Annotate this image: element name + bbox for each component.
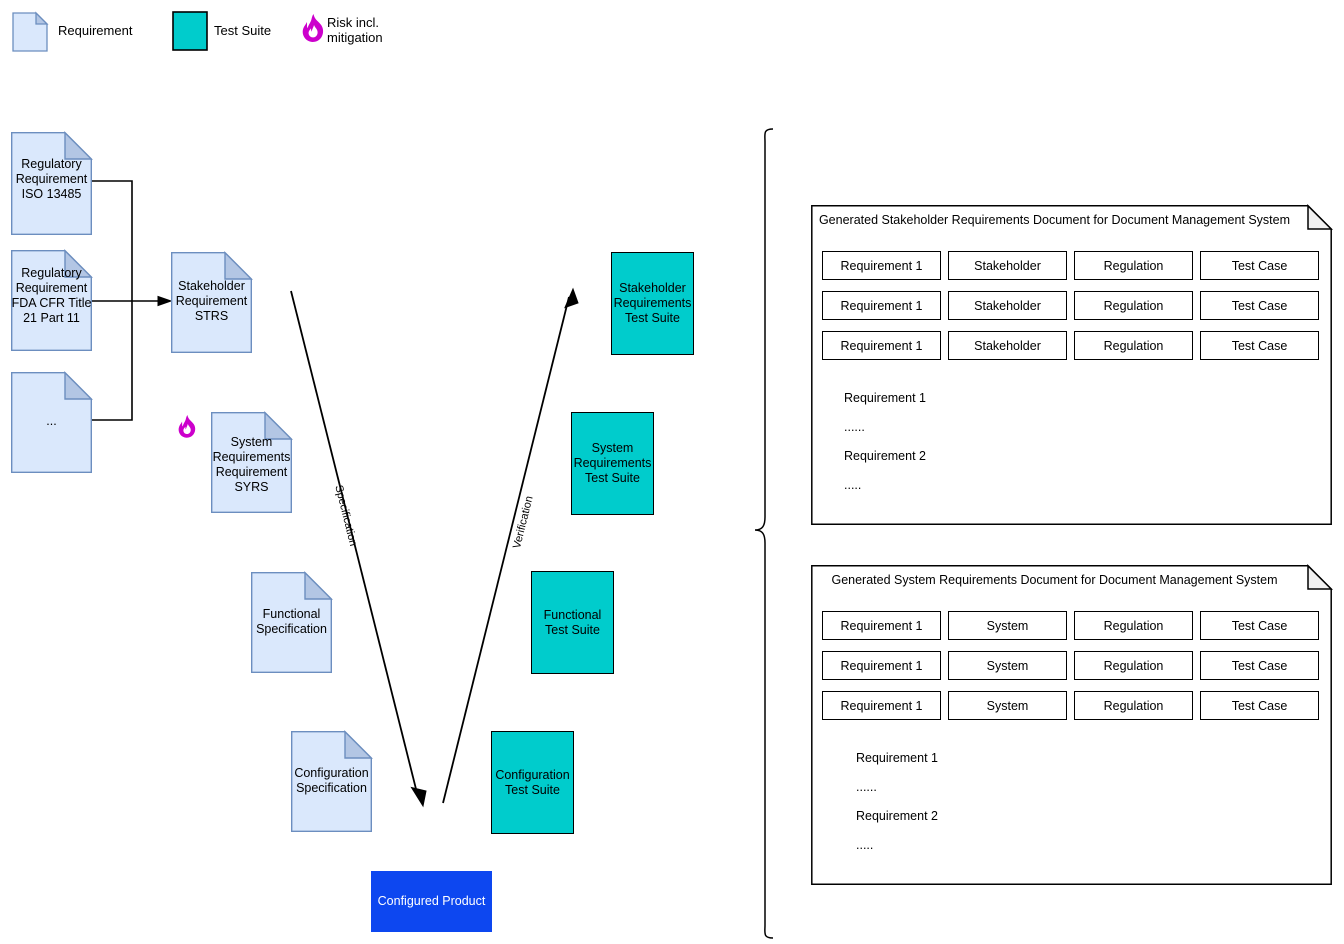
node-label: Configuration Specification	[294, 766, 369, 795]
table-cell[interactable]: Stakeholder	[948, 331, 1067, 360]
table-row: Requirement 1 System Regulation Test Cas…	[822, 611, 1319, 640]
table-cell[interactable]: Regulation	[1074, 251, 1193, 280]
table-cell[interactable]: Requirement 1	[822, 251, 941, 280]
node-label: Functional Specification	[256, 607, 327, 636]
node-functional-specification[interactable]: Functional Specification	[251, 571, 333, 673]
table-row: Requirement 1 Stakeholder Regulation Tes…	[822, 331, 1319, 360]
table-cell[interactable]: Requirement 1	[822, 651, 941, 680]
table-cell[interactable]: Test Case	[1200, 291, 1319, 320]
table-row: Requirement 1 System Regulation Test Cas…	[822, 651, 1319, 680]
table-cell[interactable]: Test Case	[1200, 651, 1319, 680]
table-row: Requirement 1 System Regulation Test Cas…	[822, 691, 1319, 720]
table-cell[interactable]: Regulation	[1074, 331, 1193, 360]
node-label: Configured Product	[377, 894, 486, 908]
generated-stakeholder-requirements-document[interactable]: Generated Stakeholder Requirements Docum…	[811, 203, 1334, 525]
table-cell[interactable]: Requirement 1	[822, 691, 941, 720]
document-body-line: Requirement 1	[844, 391, 926, 405]
table-cell[interactable]: Regulation	[1074, 651, 1193, 680]
node-system-test-suite[interactable]: System Requirements Test Suite	[571, 412, 654, 515]
node-system-requirement[interactable]: System Requirements Requirement SYRS	[211, 411, 293, 513]
risk-flame-icon	[174, 412, 200, 444]
document-body-line: .....	[844, 478, 862, 492]
document-body-line: ......	[844, 420, 865, 434]
node-regulatory-fda[interactable]: Regulatory Requirement FDA CFR Title 21 …	[11, 249, 93, 351]
table-cell[interactable]: Regulation	[1074, 291, 1193, 320]
document-body-line: ......	[856, 780, 877, 794]
node-label: Regulatory Requirement FDA CFR Title 21 …	[11, 266, 92, 325]
legend-flame-icon	[297, 12, 329, 48]
legend-label-risk: Risk incl. mitigation	[327, 15, 383, 45]
table-cell[interactable]: Test Case	[1200, 251, 1319, 280]
legend-label-test-suite: Test Suite	[214, 23, 272, 38]
table-row: Requirement 1 Stakeholder Regulation Tes…	[822, 251, 1319, 280]
node-configured-product[interactable]: Configured Product	[371, 871, 492, 932]
table-cell[interactable]: Regulation	[1074, 611, 1193, 640]
table-cell[interactable]: Test Case	[1200, 691, 1319, 720]
table-cell[interactable]: System	[948, 651, 1067, 680]
table-cell[interactable]: System	[948, 611, 1067, 640]
generated-document-title: Generated Stakeholder Requirements Docum…	[818, 213, 1291, 227]
table-cell[interactable]: Test Case	[1200, 331, 1319, 360]
legend-square-icon	[172, 11, 208, 51]
node-label: ...	[46, 414, 57, 428]
node-label: Regulatory Requirement ISO 13485	[15, 157, 88, 201]
table-cell[interactable]: System	[948, 691, 1067, 720]
node-stakeholder-test-suite[interactable]: Stakeholder Requirements Test Suite	[611, 252, 694, 355]
document-body-line: .....	[856, 838, 874, 852]
node-label: System Requirements Test Suite	[573, 441, 652, 485]
node-configuration-test-suite[interactable]: Configuration Test Suite	[491, 731, 574, 834]
node-label: Stakeholder Requirements Test Suite	[613, 281, 692, 325]
table-row: Requirement 1 Stakeholder Regulation Tes…	[822, 291, 1319, 320]
table-cell[interactable]: Stakeholder	[948, 291, 1067, 320]
generated-document-title: Generated System Requirements Document f…	[831, 573, 1278, 587]
node-functional-test-suite[interactable]: Functional Test Suite	[531, 571, 614, 674]
table-cell[interactable]: Test Case	[1200, 611, 1319, 640]
node-label: System Requirements Requirement SYRS	[212, 435, 291, 494]
node-label: Stakeholder Requirement STRS	[175, 279, 248, 323]
table-cell[interactable]: Requirement 1	[822, 611, 941, 640]
node-regulatory-iso[interactable]: Regulatory Requirement ISO 13485	[11, 131, 93, 235]
node-configuration-specification[interactable]: Configuration Specification	[291, 730, 373, 832]
table-cell[interactable]: Stakeholder	[948, 251, 1067, 280]
legend-label-requirement: Requirement	[58, 23, 133, 38]
table-cell[interactable]: Regulation	[1074, 691, 1193, 720]
legend-document-icon	[12, 11, 49, 52]
document-body-line: Requirement 2	[856, 809, 938, 823]
node-stakeholder-requirement[interactable]: Stakeholder Requirement STRS	[171, 251, 253, 353]
document-body-line: Requirement 1	[856, 751, 938, 765]
node-regulatory-more[interactable]: ...	[11, 371, 93, 473]
generated-system-requirements-document[interactable]: Generated System Requirements Document f…	[811, 563, 1334, 885]
node-label: Functional Test Suite	[543, 607, 602, 637]
node-label: Configuration Test Suite	[495, 767, 570, 797]
table-cell[interactable]: Requirement 1	[822, 291, 941, 320]
document-body-line: Requirement 2	[844, 449, 926, 463]
table-cell[interactable]: Requirement 1	[822, 331, 941, 360]
